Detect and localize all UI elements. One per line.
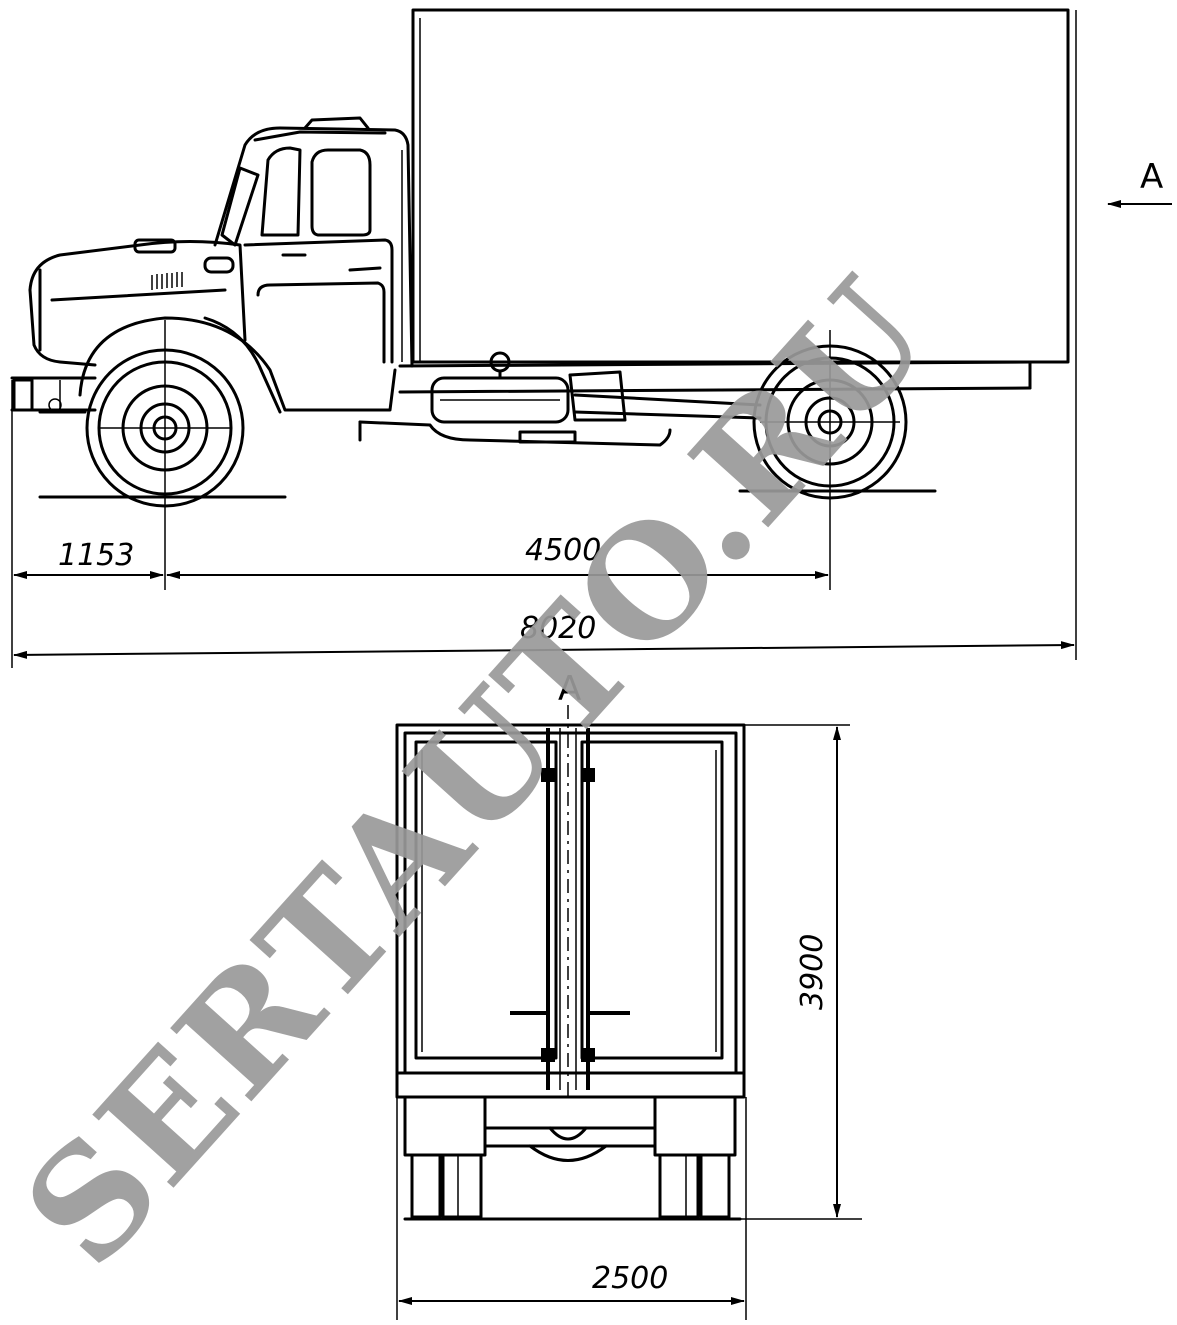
section-label-rear: A (558, 669, 581, 709)
dimension-overall-height-value: 3900 (795, 934, 830, 1010)
dimension-front-overhang-value: 1153 (58, 538, 134, 573)
section-label-side: A (1140, 157, 1163, 197)
rear-view: A (395, 669, 862, 1320)
dimension-overall-length-value: 8020 (520, 611, 596, 646)
rear-box (395, 723, 746, 1099)
fuel-tank (358, 351, 762, 447)
chassis-frame (10, 360, 1032, 414)
dimension-front-overhang: 1153 (13, 538, 164, 579)
section-marker-a: A (1107, 157, 1172, 208)
rear-underbody (403, 1095, 737, 1162)
hood-vent-icon (151, 272, 183, 290)
rear-door-left (414, 740, 558, 1060)
hood (28, 238, 247, 367)
dimension-wheelbase-value: 4500 (525, 533, 601, 568)
dimension-overall-width-value: 2500 (592, 1261, 668, 1296)
door-lock-rods (541, 728, 595, 1090)
rear-wheels (410, 1153, 731, 1219)
dimension-overall-height: 3900 (795, 726, 841, 1218)
dimension-overall-width: 2500 (398, 1261, 745, 1305)
dimension-wheelbase: 4500 (166, 533, 829, 579)
watermark: SERTAUTO.RU (0, 246, 964, 1299)
cargo-box (411, 8, 1070, 364)
rear-door-right (580, 740, 724, 1060)
side-view: A 1153 4500 8020 (10, 8, 1172, 668)
dimension-overall-length: 8020 (13, 611, 1075, 659)
front-fender (78, 316, 397, 412)
cab (213, 116, 414, 368)
